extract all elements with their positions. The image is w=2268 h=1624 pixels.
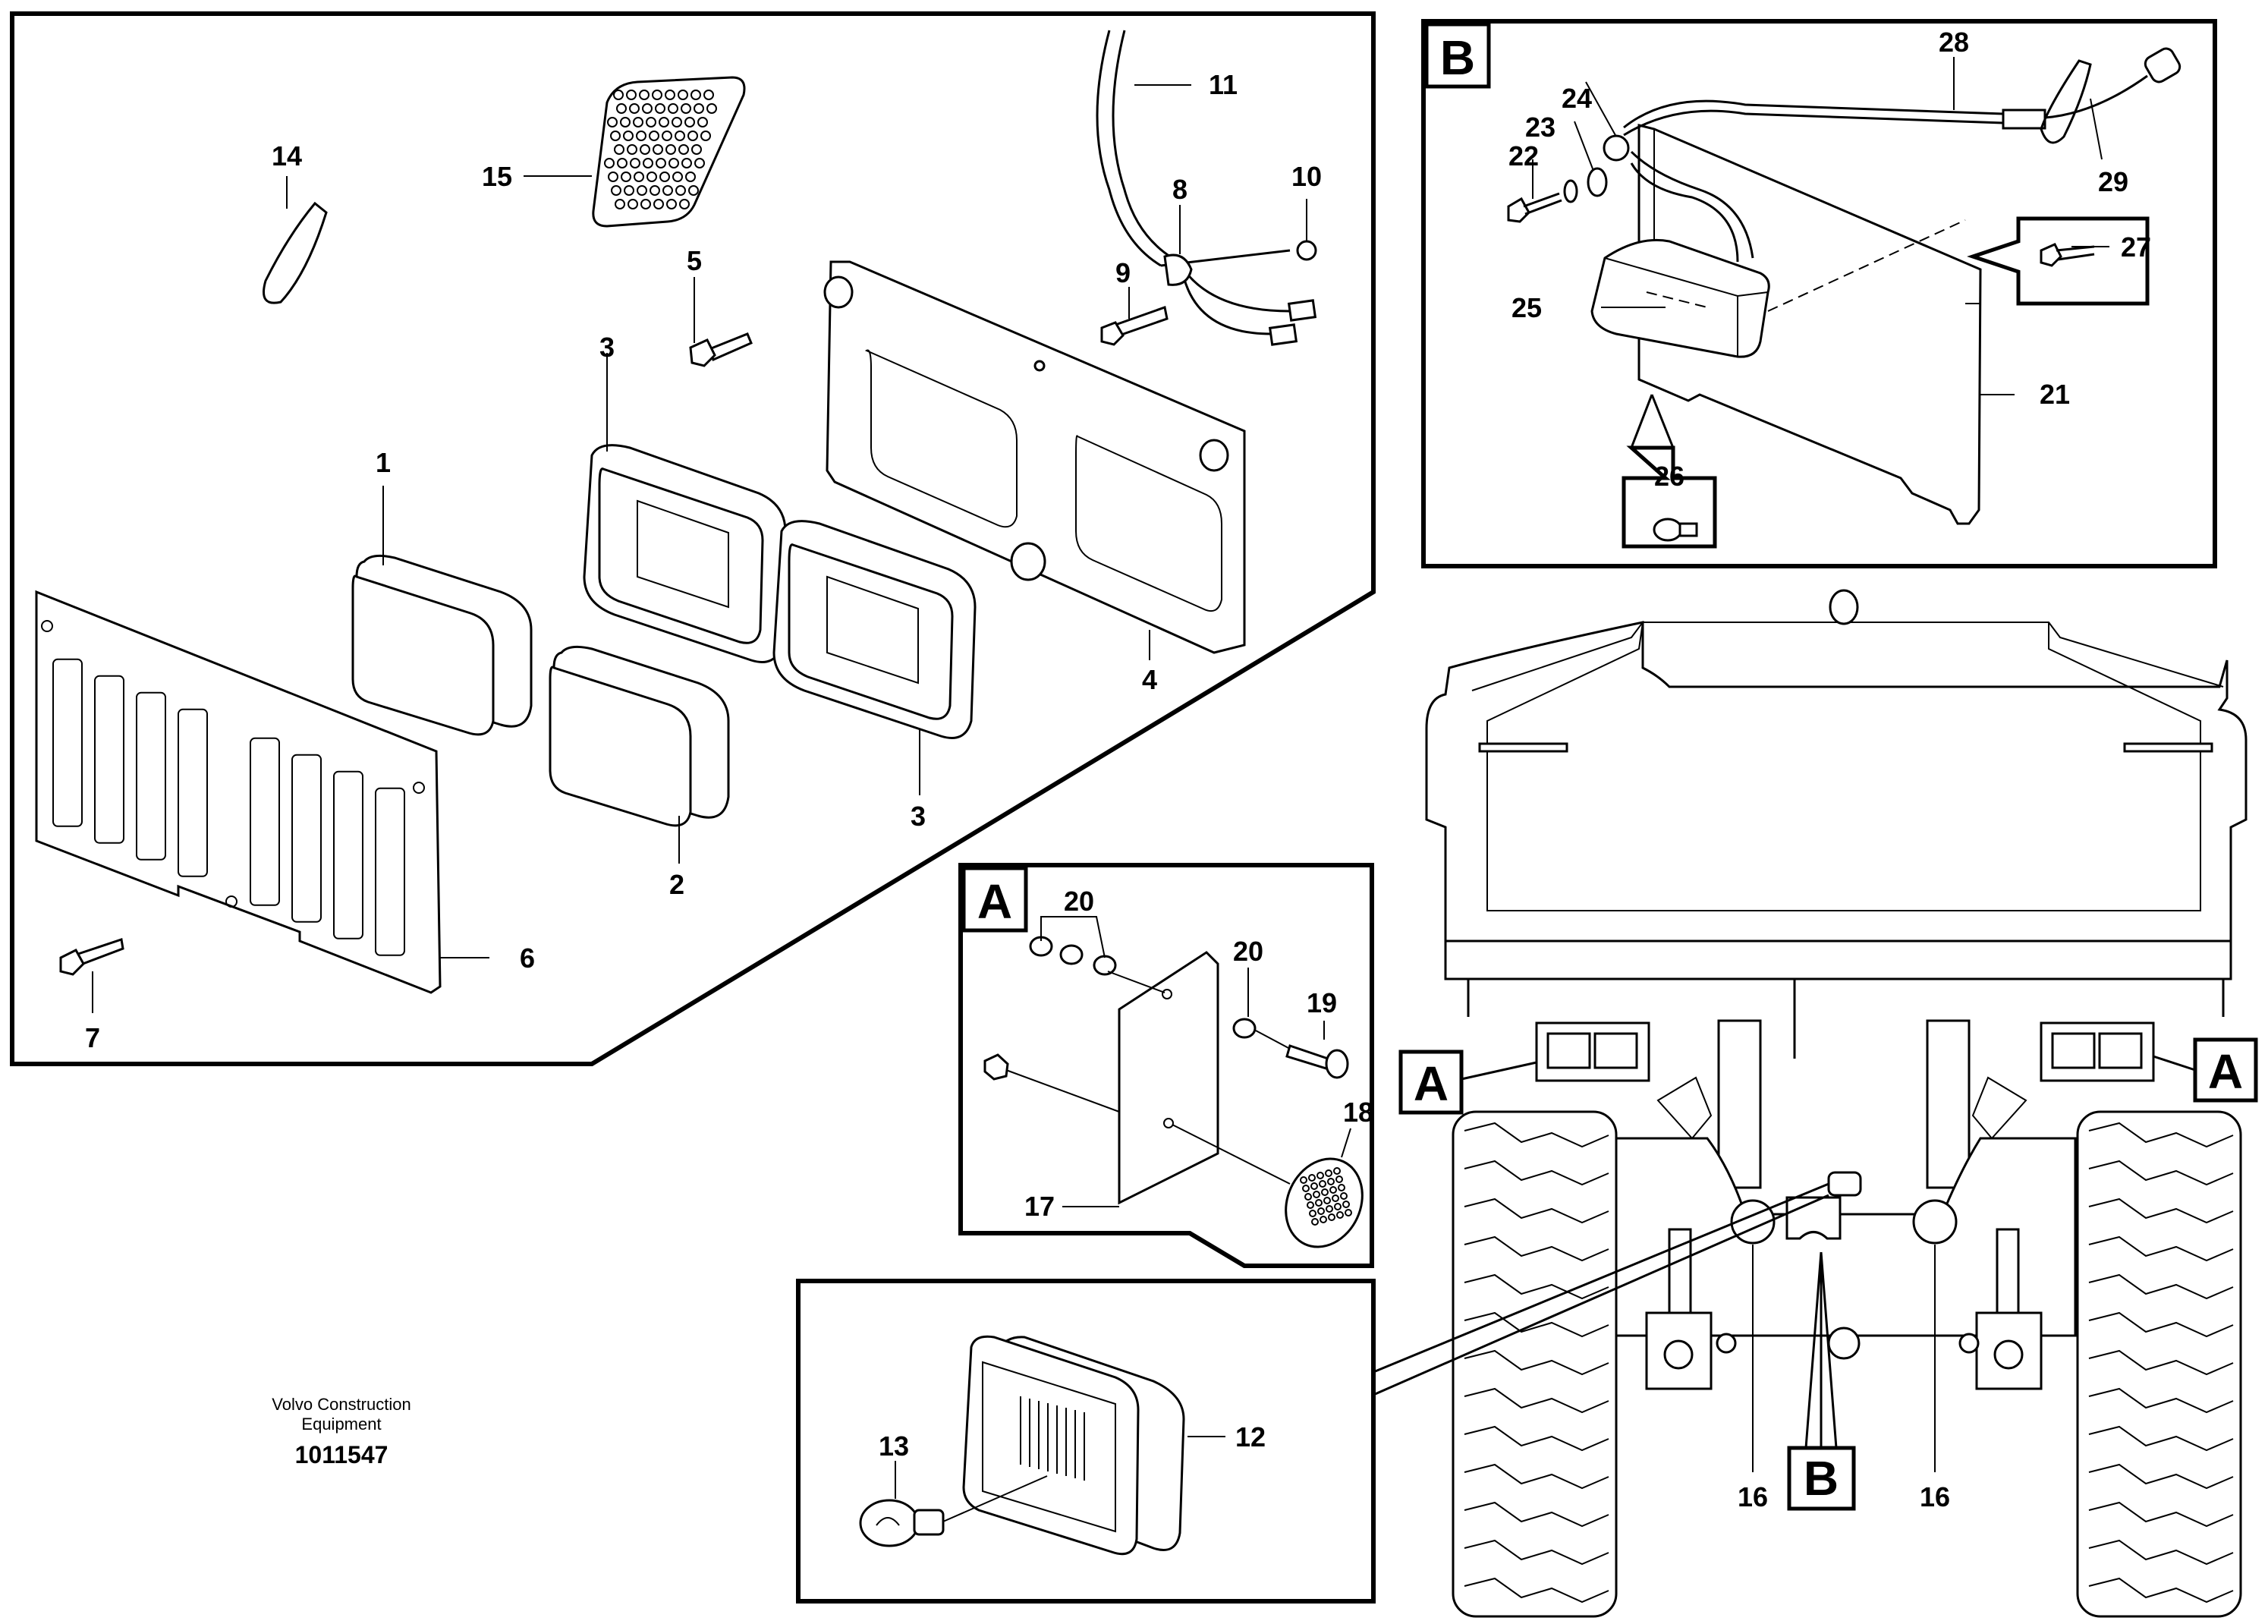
view-b-letter: B	[1440, 30, 1475, 85]
callout-18: 18	[1343, 1097, 1373, 1128]
mounting-plate	[823, 260, 1246, 654]
callout-10: 10	[1291, 161, 1322, 192]
truck-callout-b: B	[1804, 1451, 1839, 1506]
callout-5: 5	[687, 245, 702, 276]
callout-3-upper: 3	[599, 332, 615, 363]
callout-7: 7	[85, 1022, 100, 1053]
truck-rear-view: A A B 16 16	[1373, 589, 2258, 1618]
lamp-frame-lower	[772, 520, 977, 739]
lamp-frame-upper	[583, 444, 787, 663]
callout-8: 8	[1172, 174, 1187, 205]
callout-16-left: 16	[1738, 1481, 1768, 1512]
callout-14: 14	[272, 140, 302, 172]
lamp-assembly-frame	[10, 11, 1376, 1066]
work-lamp-frame	[796, 1279, 1376, 1604]
detail-view-b: B	[1421, 19, 2217, 568]
drawing-number: 1011547	[295, 1441, 388, 1468]
reflector-bracket	[1118, 951, 1219, 1205]
callout-23: 23	[1525, 112, 1556, 143]
callout-22: 22	[1508, 140, 1539, 172]
callout-27: 27	[2121, 231, 2151, 263]
callout-25: 25	[1511, 292, 1542, 323]
callout-20-washers: 20	[1064, 886, 1094, 917]
cable-tie	[263, 201, 328, 304]
dump-body	[1425, 621, 2248, 943]
truck-callout-a-left: A	[1414, 1056, 1449, 1111]
tire-right	[2076, 1110, 2242, 1618]
view-b-frame	[1421, 19, 2217, 568]
leader-lines-main	[92, 84, 1307, 1013]
callout-20-washer: 20	[1233, 936, 1263, 967]
callout-2: 2	[669, 869, 684, 900]
work-lamp-detail: 13 12	[796, 1279, 1376, 1604]
view-a-frame	[958, 863, 1374, 1268]
callout-6: 6	[520, 943, 535, 974]
callout-21: 21	[2040, 379, 2070, 410]
view-a-letter: A	[977, 874, 1012, 929]
title-block: Volvo Construction Equipment 1011547	[272, 1395, 411, 1468]
callout-9: 9	[1115, 257, 1131, 288]
grille-plate	[35, 590, 442, 994]
callout-17: 17	[1024, 1191, 1055, 1222]
inset-27-frame	[1967, 216, 2150, 306]
callout-24: 24	[1562, 83, 1592, 114]
callout-15: 15	[482, 161, 512, 192]
callout-11: 11	[1209, 69, 1238, 100]
work-lamp-bulb-icon	[859, 1499, 945, 1547]
callout-12: 12	[1235, 1421, 1266, 1452]
lamp-lens-2	[549, 645, 730, 827]
inset-26-frame	[1622, 445, 1717, 549]
callout-1: 1	[376, 447, 391, 478]
lamp-assembly-view: 1 2 3 3 4 5 6 7 8 9 10 11 14 15	[10, 11, 1376, 1066]
cable-harness	[1096, 30, 1317, 346]
callout-19: 19	[1307, 987, 1337, 1018]
callout-4: 4	[1142, 664, 1157, 695]
detail-view-a: A 20 20 19 18 17	[958, 863, 1374, 1268]
rear-lamp-right	[2040, 1021, 2155, 1082]
brand-line-2: Equipment	[301, 1415, 381, 1434]
tire-left	[1452, 1110, 1618, 1618]
callout-3-lower: 3	[911, 801, 926, 832]
callout-26: 26	[1654, 461, 1684, 492]
callout-16-right: 16	[1920, 1481, 1950, 1512]
callout-13: 13	[879, 1430, 909, 1462]
bulb-icon	[1653, 518, 1698, 542]
brand-line-1: Volvo Construction	[272, 1395, 411, 1414]
callout-29: 29	[2098, 166, 2128, 197]
grille-screw	[59, 938, 124, 976]
rear-lamp-left	[1535, 1021, 1650, 1082]
perforated-reflector	[592, 76, 746, 228]
truck-callout-a-right: A	[2208, 1044, 2243, 1099]
lamp-lens-1	[351, 554, 533, 736]
plate-screw	[689, 332, 753, 367]
callout-28: 28	[1939, 27, 1969, 58]
